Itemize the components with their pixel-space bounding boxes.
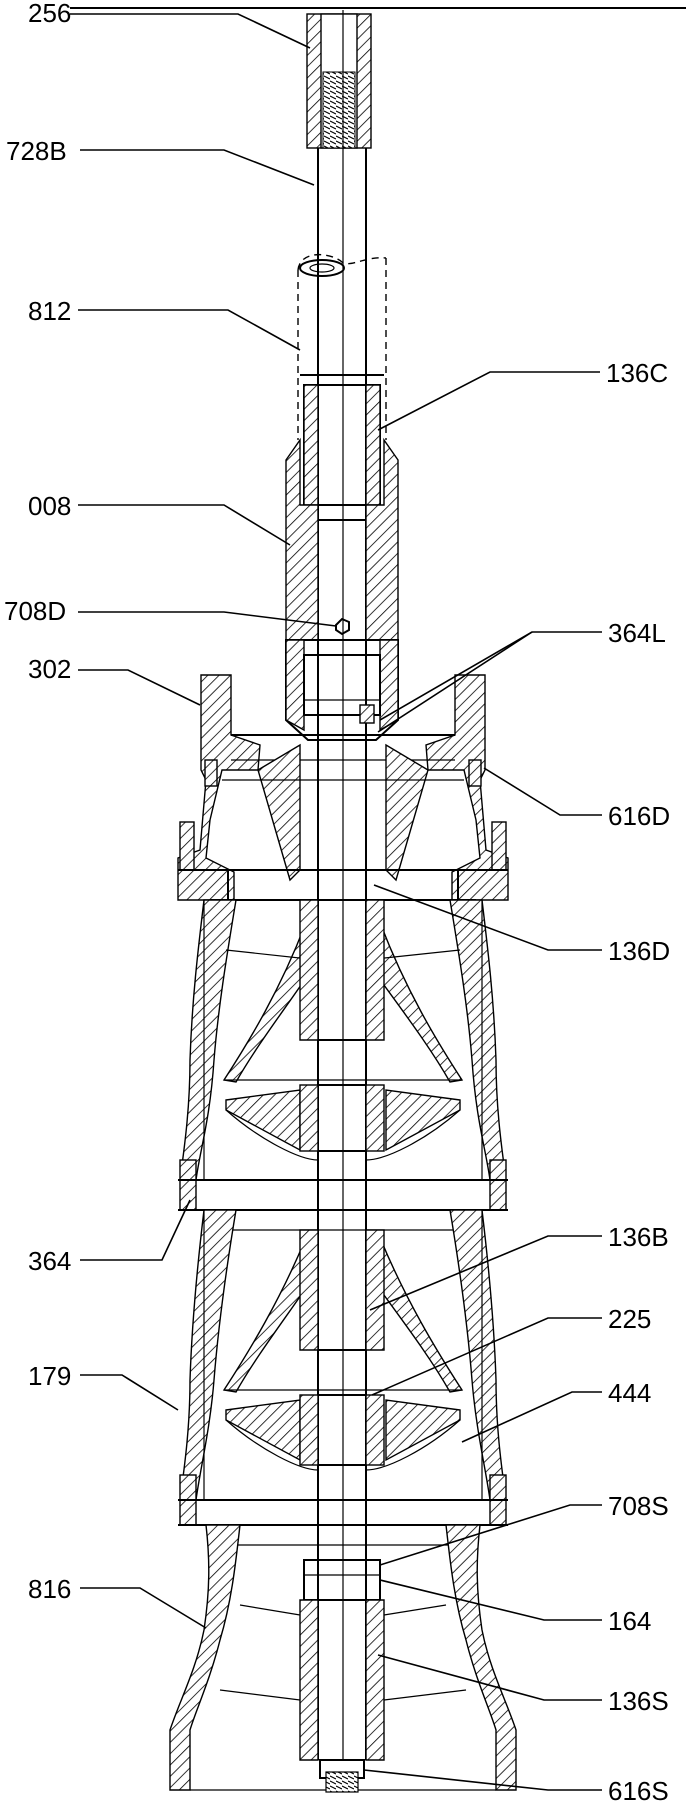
label-708D: 708D: [4, 596, 66, 626]
label-816: 816: [28, 1574, 71, 1604]
label-008: 008: [28, 491, 71, 521]
label-136C: 136C: [606, 358, 668, 388]
label-616S: 616S: [608, 1776, 669, 1806]
label-444: 444: [608, 1378, 651, 1408]
coupling-256: [306, 13, 372, 149]
label-225: 225: [608, 1304, 651, 1334]
discharge-bearing: [285, 639, 399, 741]
label-256: 256: [28, 0, 71, 28]
column-pipe-812: [297, 253, 387, 440]
label-616D: 616D: [608, 801, 670, 831]
discharge-head-302: [177, 674, 509, 901]
leader-lines: [70, 13, 602, 1791]
label-728B: 728B: [6, 136, 67, 166]
label-812: 812: [28, 296, 71, 326]
shaft-coupling-008: [285, 437, 399, 641]
coupling-136C: [300, 374, 384, 506]
suction-bell-816: [169, 1474, 517, 1793]
label-302: 302: [28, 654, 71, 684]
label-136S: 136S: [608, 1686, 669, 1716]
label-708S: 708S: [608, 1491, 669, 1521]
part-labels: 256 728B 812 136C 008 708D 364L 302 616D…: [4, 0, 670, 1806]
label-364: 364: [28, 1246, 71, 1276]
label-136D: 136D: [608, 936, 670, 966]
label-179: 179: [28, 1361, 71, 1391]
label-364L: 364L: [608, 618, 666, 648]
label-136B: 136B: [608, 1222, 669, 1252]
upper-bowl: [178, 821, 508, 1181]
label-164: 164: [608, 1606, 651, 1636]
intermediate-bowl: [178, 1159, 508, 1501]
